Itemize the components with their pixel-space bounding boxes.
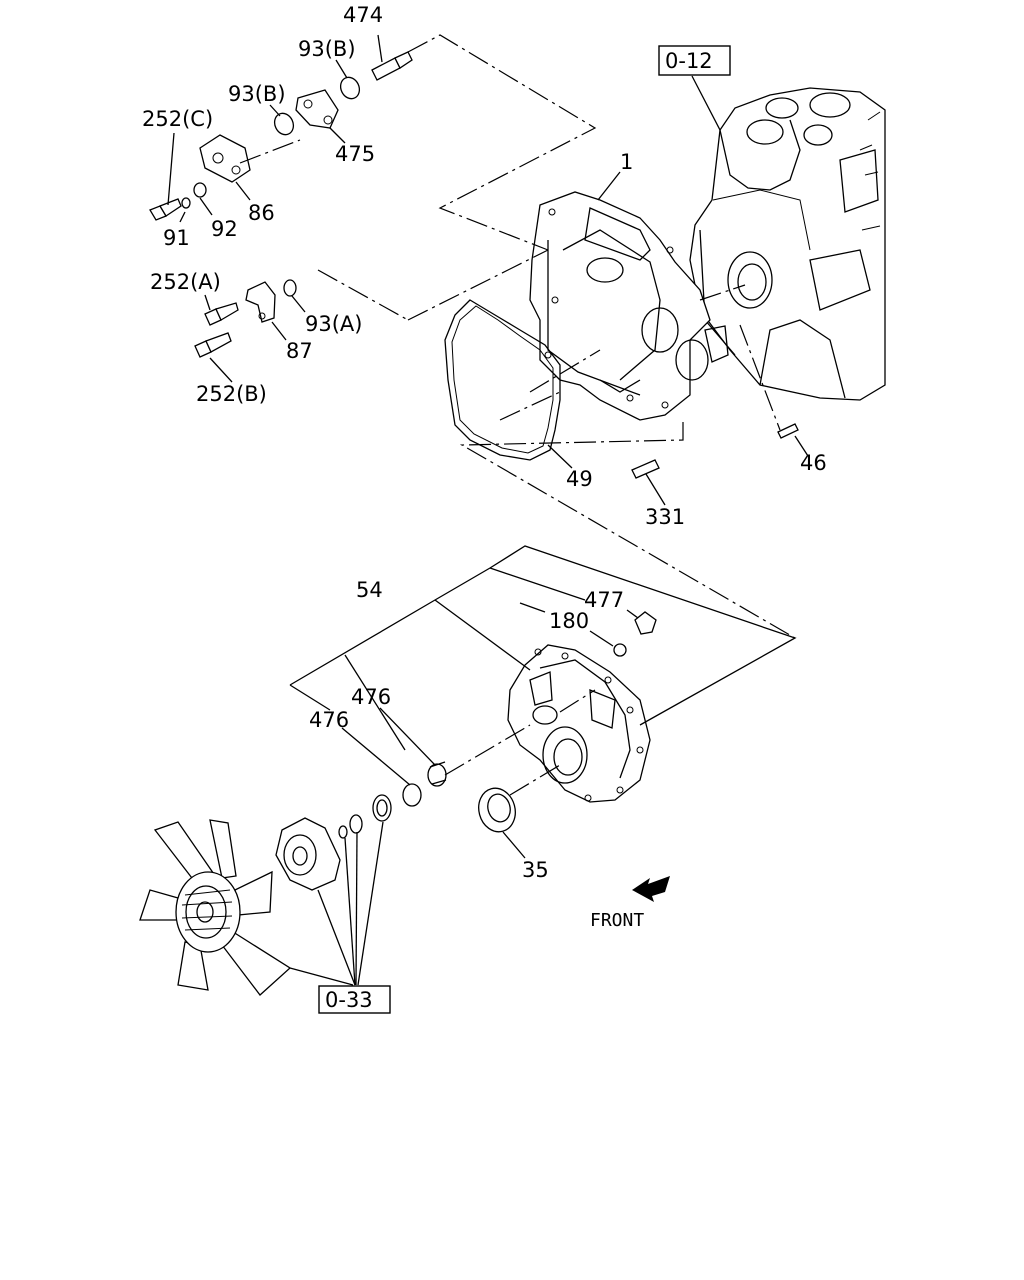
ref-0-33: 0-33 bbox=[325, 988, 373, 1012]
timing-gear-case bbox=[529, 191, 729, 421]
o-ring-93b-lower bbox=[273, 112, 295, 136]
bracket-87 bbox=[245, 281, 276, 323]
ref-box-0-12 bbox=[658, 45, 731, 76]
callout-476-upper: 476 bbox=[351, 685, 391, 709]
washer-91 bbox=[181, 197, 191, 209]
oil-seal-35 bbox=[478, 787, 516, 833]
callout-1: 1 bbox=[620, 150, 633, 174]
bushing-476-a bbox=[427, 761, 447, 787]
callout-331: 331 bbox=[645, 505, 685, 529]
front-arrow-icon bbox=[632, 876, 670, 902]
callout-91: 91 bbox=[163, 226, 190, 250]
callout-474: 474 bbox=[343, 3, 383, 27]
ring bbox=[338, 825, 348, 839]
callout-35: 35 bbox=[522, 858, 549, 882]
stud-46 bbox=[777, 423, 799, 439]
callout-92: 92 bbox=[211, 217, 238, 241]
engine-block bbox=[689, 87, 886, 401]
leader-lines bbox=[167, 34, 809, 986]
callout-180: 180 bbox=[549, 609, 589, 633]
callout-476-lower: 476 bbox=[309, 708, 349, 732]
front-cover-54 bbox=[507, 644, 651, 803]
alignment-lines bbox=[239, 34, 796, 796]
washer-180 bbox=[613, 643, 627, 657]
stud-331 bbox=[631, 459, 660, 479]
ref-box-0-33 bbox=[318, 985, 391, 1014]
bushing-476-b bbox=[402, 783, 422, 807]
callout-86: 86 bbox=[248, 201, 275, 225]
fitting-474 bbox=[371, 51, 413, 81]
bolt-252b bbox=[194, 332, 232, 358]
bolt-252a bbox=[204, 302, 239, 326]
ref-0-12: 0-12 bbox=[665, 49, 713, 73]
callout-475: 475 bbox=[335, 142, 375, 166]
o-ring-93a bbox=[283, 279, 297, 297]
callout-477: 477 bbox=[584, 588, 624, 612]
cooling-fan bbox=[139, 819, 292, 996]
callout-93b-lower: 93(B) bbox=[228, 82, 286, 106]
fan-clutch bbox=[275, 817, 341, 891]
callout-93b-upper: 93(B) bbox=[298, 37, 356, 61]
callout-252a: 252(A) bbox=[150, 270, 221, 294]
small-ring bbox=[349, 814, 363, 834]
o-ring-93b-upper bbox=[339, 76, 361, 100]
callout-252b: 252(B) bbox=[196, 382, 267, 406]
washer-92 bbox=[193, 182, 207, 198]
callout-46: 46 bbox=[800, 451, 827, 475]
spacer bbox=[372, 794, 392, 822]
front-label: FRONT bbox=[590, 910, 644, 931]
plug-477 bbox=[634, 611, 657, 635]
connector-86 bbox=[199, 134, 251, 183]
callout-87: 87 bbox=[286, 339, 313, 363]
callout-93a: 93(A) bbox=[305, 312, 362, 336]
gasket bbox=[444, 299, 561, 461]
callout-49: 49 bbox=[566, 467, 593, 491]
flange-475 bbox=[295, 89, 339, 129]
bolt-252c bbox=[149, 198, 182, 221]
callout-54: 54 bbox=[356, 578, 383, 602]
callout-252c: 252(C) bbox=[142, 107, 213, 131]
